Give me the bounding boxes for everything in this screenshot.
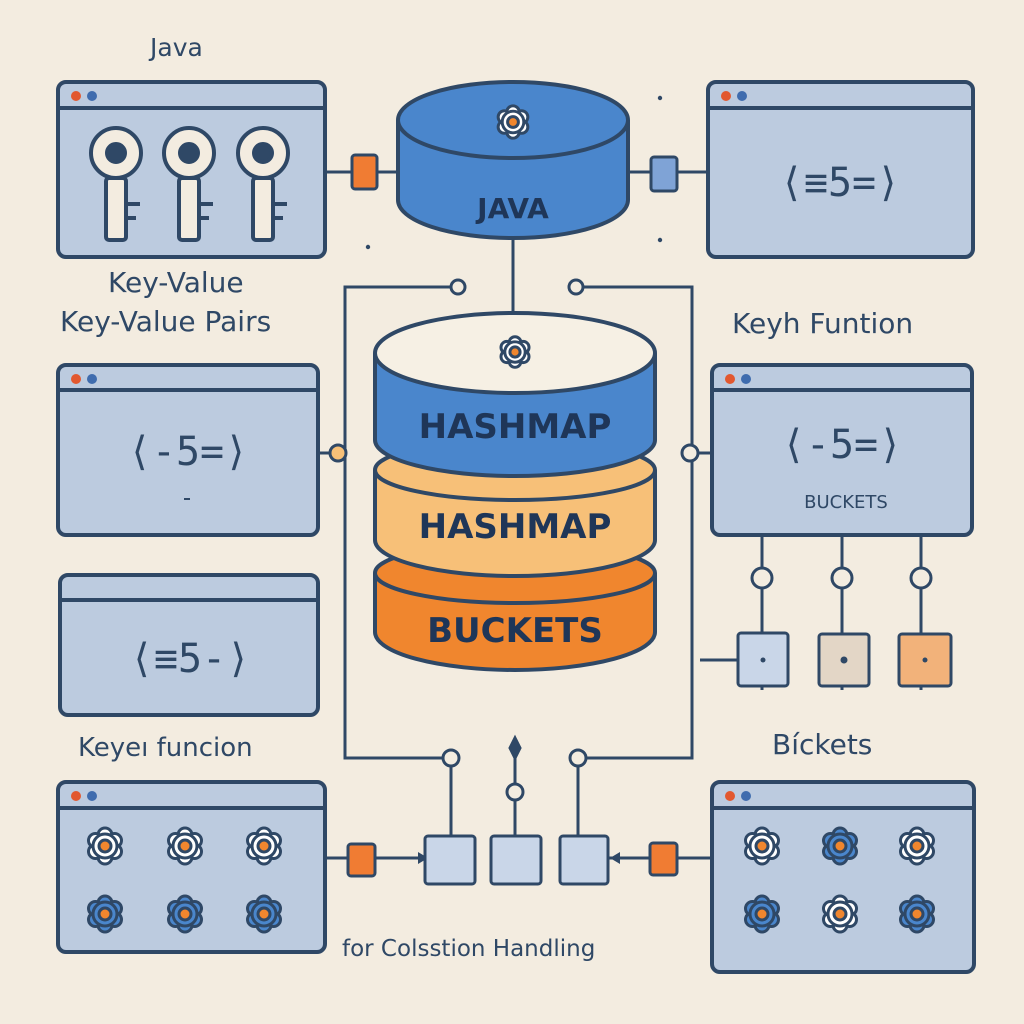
window-mid-right: ⟨-5=⟩ BUCKETS (710, 363, 974, 537)
arrow-tips (418, 852, 620, 864)
gear-icon (167, 826, 203, 866)
window-lower-left: ⟨≡5-⟩ (58, 573, 320, 717)
code-snippet: ⟨-5=⟩ (782, 422, 902, 468)
gear-icon (246, 826, 282, 866)
gear-icon (744, 894, 780, 934)
cylinder-label-java: JAVA (475, 192, 549, 225)
decor-dots (365, 95, 663, 250)
bucket-box-dots (760, 656, 928, 664)
gear-icon (496, 104, 530, 140)
cylinder-label-hashmap: HASHMAP (419, 407, 612, 447)
window-gears-left (56, 780, 327, 954)
window-min-dot (87, 91, 97, 101)
code-snippet: ⟨-5=⟩ (128, 429, 248, 475)
gear-icon (899, 894, 935, 934)
connector-nodes (328, 278, 933, 802)
label-keyh-function: Keyh Funtion (732, 307, 914, 340)
gear-icon (899, 826, 935, 866)
gear-icon (744, 826, 780, 866)
gear-icon (822, 894, 858, 934)
hashmap-stack (373, 311, 657, 672)
label-collision-handling: for Colsstion Handling (342, 936, 596, 962)
cylinder-label-buckets: BUCKETS (427, 611, 603, 651)
cylinder-label-hashmap-2: HASHMAP (419, 507, 612, 547)
label-key-value-pairs: Key-Value Pairs (60, 305, 272, 338)
window-close-dot (71, 91, 81, 101)
gear-icon (167, 894, 203, 934)
key-icon (89, 126, 143, 242)
window-top-right: ⟨≡5=⟩ (706, 80, 975, 259)
code-snippet: ⟨≡5-⟩ (130, 636, 250, 682)
label-key-value: Key-Value (108, 266, 244, 299)
key-icon (162, 126, 216, 242)
window-mid-left: ⟨-5=⟩ (56, 363, 320, 537)
java-cylinder (396, 80, 630, 240)
gear-icon (499, 335, 531, 369)
buckets-caption: BUCKETS (804, 492, 888, 513)
window-keys (56, 80, 327, 259)
label-bickets: Bíckets (772, 728, 873, 761)
label-java: Java (150, 33, 203, 62)
gear-icon (246, 894, 282, 934)
gear-icon (87, 826, 123, 866)
window-gears-right (710, 780, 976, 974)
label-keye-function: Keyeı funcion (78, 733, 253, 763)
gear-icon (822, 826, 858, 866)
code-snippet: ⟨≡5=⟩ (780, 160, 900, 206)
gear-icon (87, 894, 123, 934)
key-icon (236, 126, 290, 242)
